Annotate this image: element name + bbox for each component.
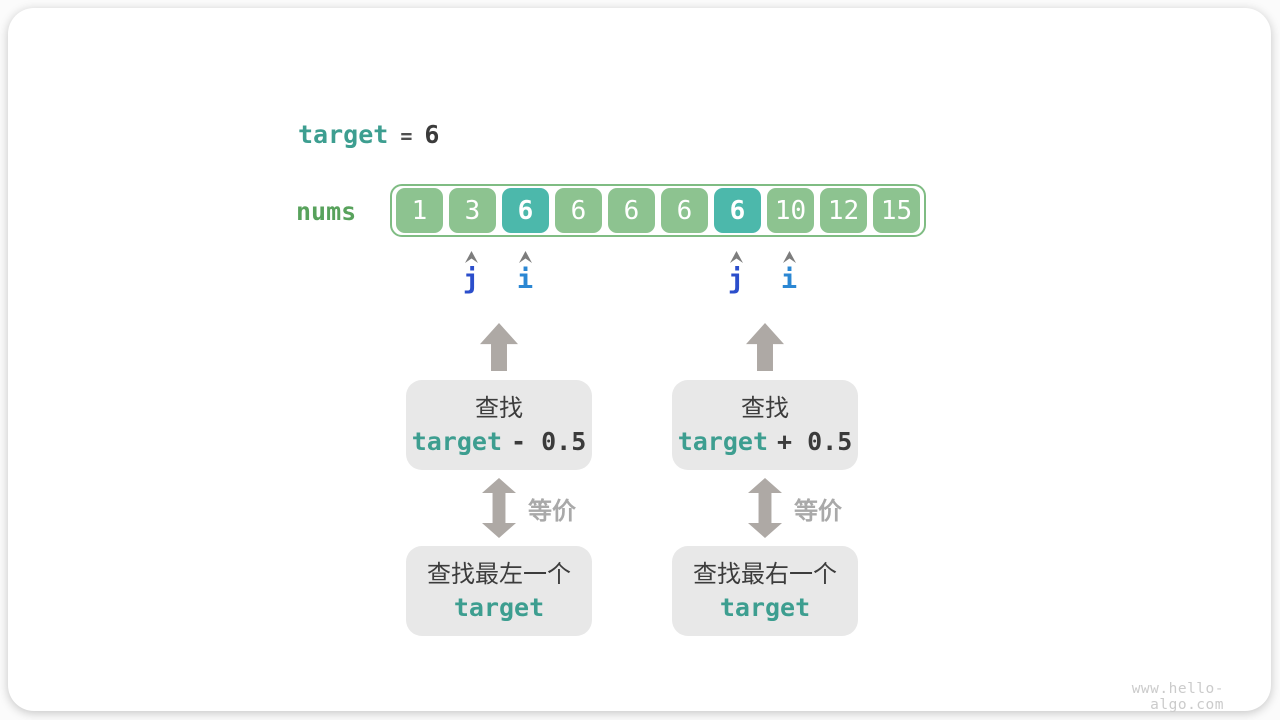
nums-label: nums <box>296 197 357 226</box>
pointer-right-i: i <box>769 251 809 295</box>
caret-up-icon <box>518 251 532 263</box>
array-cell-highlighted: 6 <box>502 188 549 233</box>
array-cell: 6 <box>608 188 655 233</box>
array-cell: 6 <box>555 188 602 233</box>
array-cell: 3 <box>449 188 496 233</box>
equals-sign: = <box>400 124 413 148</box>
array-cell: 1 <box>396 188 443 233</box>
target-value: 6 <box>424 120 440 149</box>
result-text: 查找最右一个 <box>693 560 837 588</box>
code-target: target <box>411 426 503 456</box>
watermark: www.hello-algo.com <box>1131 681 1224 713</box>
pointer-left-j: j <box>451 251 491 295</box>
result-box-left: 查找最左一个 target <box>406 546 592 636</box>
equivalence-label: 等价 <box>794 498 842 525</box>
pointer-left-i: i <box>505 251 545 295</box>
array-cell: 10 <box>767 188 814 233</box>
pointer-label-i: i <box>780 264 798 295</box>
result-text: 查找最左一个 <box>427 560 571 588</box>
search-text: 查找 <box>475 394 523 422</box>
pointer-right-j: j <box>716 251 756 295</box>
caret-up-icon <box>729 251 743 263</box>
code-target: target <box>677 426 769 456</box>
search-box-right: 查找 target + 0.5 <box>672 380 858 470</box>
equivalence-label: 等价 <box>528 498 576 525</box>
search-expression: target - 0.5 <box>411 426 587 456</box>
target-expression: target = 6 <box>298 120 439 149</box>
result-box-right: 查找最右一个 target <box>672 546 858 636</box>
pointer-label-j: j <box>727 264 745 295</box>
search-expression: target + 0.5 <box>677 426 853 456</box>
array-cell: 15 <box>873 188 920 233</box>
code-operator: - 0.5 <box>511 426 587 456</box>
caret-up-icon <box>782 251 796 263</box>
result-code-target: target <box>719 592 811 622</box>
caret-up-icon <box>464 251 478 263</box>
up-arrow-icon <box>746 323 784 371</box>
search-text: 查找 <box>741 394 789 422</box>
equivalence-arrow-icon <box>482 478 516 538</box>
result-code-target: target <box>453 592 545 622</box>
pointer-label-j: j <box>462 264 480 295</box>
array-cell: 6 <box>661 188 708 233</box>
target-keyword: target <box>298 120 389 149</box>
array-cell-highlighted: 6 <box>714 188 761 233</box>
search-box-left: 查找 target - 0.5 <box>406 380 592 470</box>
code-operator: + 0.5 <box>777 426 853 456</box>
nums-array: 1 3 6 6 6 6 6 10 12 15 <box>390 184 926 237</box>
array-cell: 12 <box>820 188 867 233</box>
pointer-label-i: i <box>516 264 534 295</box>
up-arrow-icon <box>480 323 518 371</box>
equivalence-arrow-icon <box>748 478 782 538</box>
diagram-card: target = 6 nums 1 3 6 6 6 6 6 10 12 15 j… <box>8 8 1271 713</box>
